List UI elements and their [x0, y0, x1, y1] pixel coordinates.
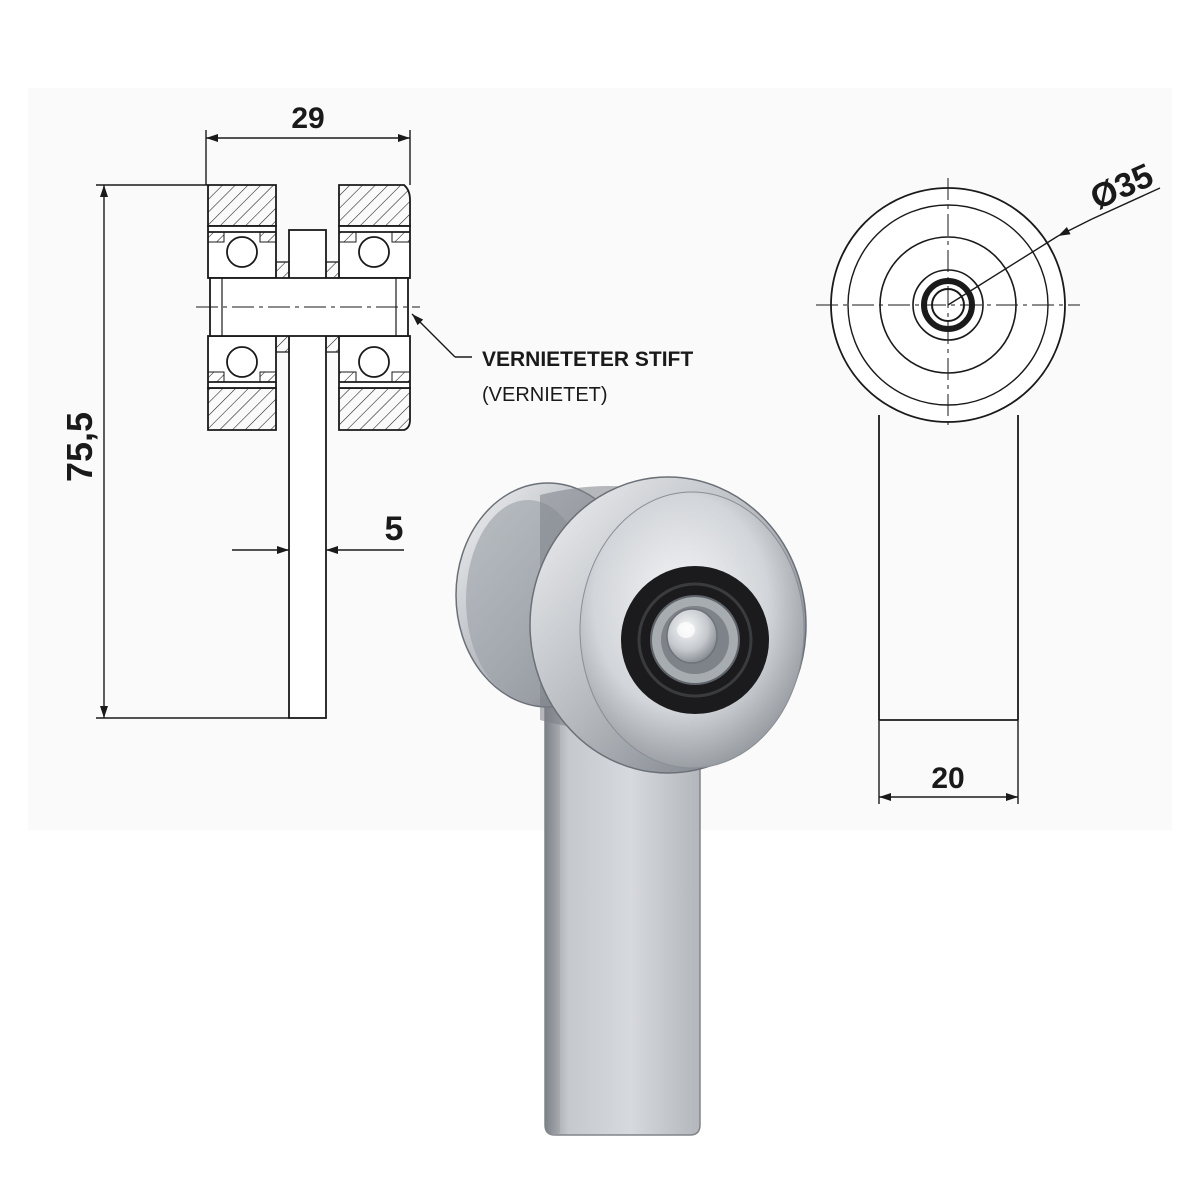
- right-wheel-bottom-section: [338, 387, 411, 431]
- ball-top-right: [358, 236, 390, 268]
- product-render: [455, 476, 807, 1136]
- dimension-29-label: 29: [291, 102, 324, 135]
- dimension-height-75-5: [96, 184, 289, 719]
- dimension-20-label: 20: [931, 762, 964, 795]
- left-wheel-top-section: [207, 184, 277, 227]
- ball-top-left: [226, 236, 258, 268]
- ball-bottom-left: [226, 346, 258, 378]
- dimension-5-label: 5: [385, 510, 404, 548]
- left-wheel-bottom-section: [207, 387, 277, 431]
- dimension-diameter-35-label: Ø35: [1085, 156, 1159, 217]
- side-view: [816, 178, 1080, 721]
- dimension-width-20: [878, 720, 1019, 804]
- dimension-width-29: [205, 130, 411, 185]
- callout-title: VERNIETETER STIFT: [482, 348, 693, 371]
- dimension-diameter-35: [947, 187, 1161, 306]
- callout-subtitle: (VERNIETET): [482, 384, 608, 406]
- plate-edge: [545, 705, 560, 1135]
- dimension-75-5-label: 75,5: [59, 412, 100, 482]
- section-view: [196, 184, 420, 719]
- ball-bottom-right: [358, 346, 390, 378]
- callout-leader: [411, 313, 472, 358]
- axle-head: [666, 608, 718, 664]
- right-wheel-top-section: [338, 184, 411, 227]
